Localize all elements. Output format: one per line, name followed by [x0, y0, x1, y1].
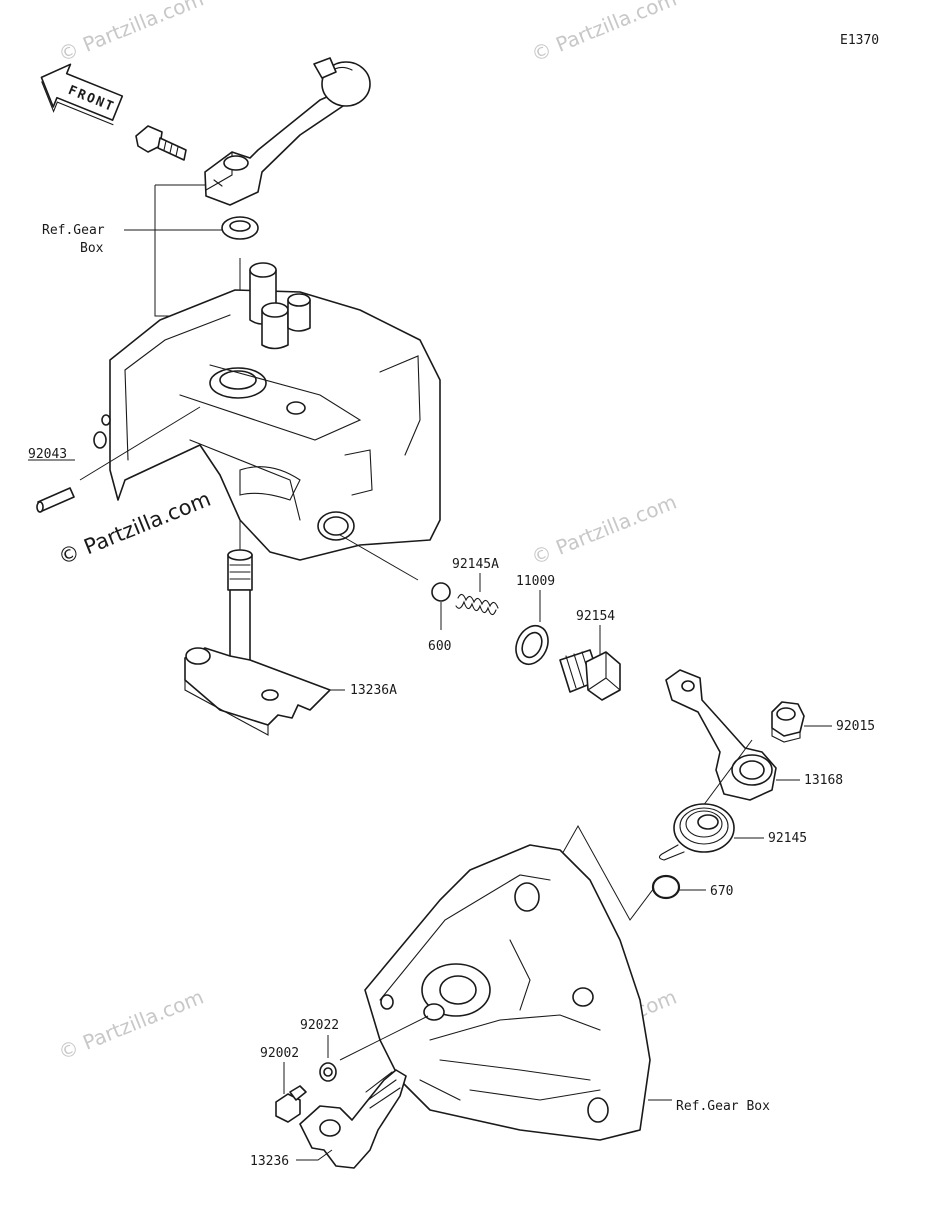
ball-600	[431, 582, 451, 602]
diagram-code: E1370	[840, 33, 879, 48]
pin-92043	[36, 487, 75, 513]
watermark: © Partzilla.com	[55, 0, 207, 67]
front-arrow: FRONT	[40, 63, 124, 126]
gearbox-housing-lower	[364, 844, 651, 1141]
label-600: 600	[428, 639, 451, 654]
ref-gear-box-top-line1: Ref.Gear	[42, 223, 105, 238]
washer-92022	[319, 1062, 337, 1082]
shift-shaft-13236	[299, 1069, 407, 1169]
watermark-dark: © Partzilla.com	[55, 487, 214, 570]
washer-11009	[515, 624, 549, 666]
shift-shaft-13236A	[184, 549, 331, 736]
label-13168: 13168	[804, 773, 843, 788]
gearbox-housing-upper	[93, 262, 441, 561]
label-670: 670	[710, 884, 733, 899]
label-92145A: 92145A	[452, 557, 499, 572]
ref-gear-box-top-line2: Box	[80, 241, 104, 256]
shift-lever	[204, 57, 371, 206]
label-11009: 11009	[516, 574, 555, 589]
watermark: © Partzilla.com	[55, 985, 207, 1065]
bolt-92002	[275, 1085, 307, 1123]
spring-92145A	[455, 593, 499, 616]
spring-92145	[658, 803, 735, 861]
nut-92015	[771, 701, 805, 743]
o-ring-670	[651, 874, 681, 900]
label-92043: 92043	[28, 447, 67, 462]
label-ref-gear-box-bottom: Ref.Gear Box	[676, 1099, 770, 1114]
shift-arm-13168	[665, 669, 777, 801]
plug-bolt-92154	[559, 649, 621, 701]
label-92015: 92015	[836, 719, 875, 734]
label-13236: 13236	[250, 1154, 289, 1169]
watermark: © Partzilla.com	[528, 490, 680, 570]
label-92002: 92002	[260, 1046, 299, 1061]
label-92022: 92022	[300, 1018, 339, 1033]
label-92145: 92145	[768, 831, 807, 846]
label-13236A: 13236A	[350, 683, 397, 698]
oil-seal	[221, 216, 259, 240]
label-92154: 92154	[576, 609, 615, 624]
watermark: © Partzilla.com	[528, 0, 680, 67]
lever-bolt	[135, 125, 187, 161]
